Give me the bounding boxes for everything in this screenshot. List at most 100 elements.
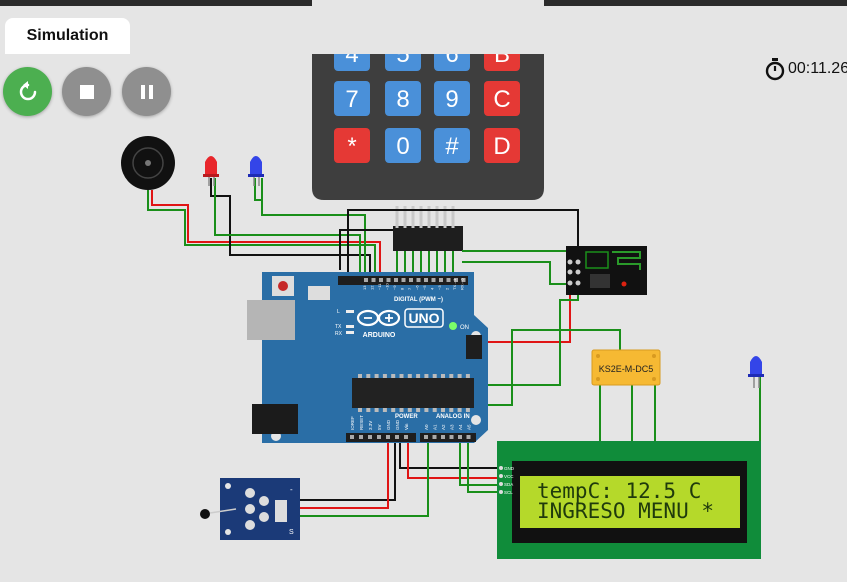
digital-pin[interactable] bbox=[424, 278, 428, 282]
lcd-display[interactable]: tempC: 12.5 C INGRESO MENU * GNDVCCSDASC… bbox=[497, 441, 761, 559]
atmega-chip bbox=[352, 378, 474, 408]
digital-pin[interactable] bbox=[401, 278, 406, 282]
analog-pin[interactable] bbox=[441, 435, 445, 439]
power-pin-label: 3.3V bbox=[368, 421, 373, 430]
lcd-line-1: tempC: 12.5 C bbox=[537, 479, 701, 503]
keypad-key-label: 8 bbox=[396, 86, 409, 113]
digital-pin[interactable] bbox=[439, 278, 443, 282]
nrf-pin[interactable] bbox=[575, 269, 581, 275]
power-pin[interactable] bbox=[359, 435, 363, 439]
analog-pin[interactable] bbox=[466, 435, 471, 439]
header-pin bbox=[435, 206, 439, 228]
keypad-key[interactable]: 0 bbox=[385, 128, 421, 163]
header-pin bbox=[403, 206, 407, 228]
red-led[interactable] bbox=[203, 156, 219, 186]
blue-led-2[interactable] bbox=[748, 356, 764, 388]
restart-icon bbox=[19, 80, 36, 100]
arduino-uno[interactable]: UNO ARDUINO ON DIGITAL (PWM ~) POWER ANA… bbox=[247, 272, 488, 443]
keypad-key[interactable]: * bbox=[334, 128, 370, 163]
digital-pin[interactable] bbox=[454, 278, 458, 282]
lcd-pin[interactable] bbox=[499, 482, 503, 486]
digital-pin[interactable] bbox=[371, 278, 376, 282]
power-pin[interactable] bbox=[404, 435, 408, 439]
power-pin[interactable] bbox=[377, 435, 381, 439]
keypad-key-label: 0 bbox=[396, 133, 409, 160]
keypad-key[interactable]: C bbox=[484, 81, 520, 116]
digital-pin-label: ~6 bbox=[415, 285, 420, 290]
digital-pin[interactable] bbox=[394, 278, 398, 282]
relay[interactable]: KS2E-M-DC5 bbox=[591, 349, 661, 386]
analog-pin[interactable] bbox=[432, 435, 437, 439]
tab-simulation[interactable]: Simulation bbox=[5, 18, 130, 54]
digital-pin[interactable] bbox=[409, 278, 413, 282]
power-pin-label: GND bbox=[386, 419, 391, 430]
power-pin-label: RESET bbox=[359, 415, 364, 430]
keypad-key[interactable]: # bbox=[434, 128, 470, 163]
digital-pin-label: ~10 bbox=[385, 282, 390, 290]
nrf-pin[interactable] bbox=[575, 280, 581, 286]
relay-label: KS2E-M-DC5 bbox=[599, 364, 654, 374]
digital-pin-label: 4 bbox=[430, 287, 435, 290]
header-pin bbox=[419, 206, 423, 228]
nrf24-module[interactable] bbox=[566, 246, 647, 295]
nrf-pin[interactable] bbox=[567, 269, 573, 275]
power-jack bbox=[252, 404, 298, 434]
nrf-pin[interactable] bbox=[567, 280, 573, 286]
nrf-pin[interactable] bbox=[567, 259, 573, 265]
keypad-key[interactable]: 9 bbox=[434, 81, 470, 116]
keypad-key[interactable]: D bbox=[484, 128, 520, 163]
l-label: L bbox=[337, 309, 340, 315]
analog-pin[interactable] bbox=[424, 435, 428, 439]
header-pin bbox=[451, 206, 455, 228]
usb-port bbox=[247, 300, 295, 340]
keypad-key-label: 9 bbox=[445, 86, 458, 113]
digital-pin[interactable] bbox=[379, 278, 383, 282]
digital-pin[interactable] bbox=[364, 278, 368, 282]
digital-pin[interactable] bbox=[431, 278, 436, 282]
blue-led[interactable] bbox=[248, 156, 264, 186]
power-pin-label: Vin bbox=[404, 423, 409, 430]
digital-pin[interactable] bbox=[386, 278, 391, 282]
power-pin[interactable] bbox=[368, 435, 372, 439]
analog-pin[interactable] bbox=[458, 435, 462, 439]
lcd-pin[interactable] bbox=[499, 490, 503, 494]
analog-pin-label: A1 bbox=[433, 424, 438, 430]
power-pin[interactable] bbox=[350, 435, 354, 439]
keypad-key[interactable]: 7 bbox=[334, 81, 370, 116]
tx-label: TX bbox=[335, 324, 342, 330]
pause-icon bbox=[140, 84, 153, 99]
digital-pin-label: 12 bbox=[370, 285, 375, 290]
keypad-connector bbox=[393, 206, 463, 251]
on-led bbox=[449, 322, 457, 330]
digital-pin[interactable] bbox=[416, 278, 421, 282]
nrf-pin[interactable] bbox=[575, 259, 581, 265]
pause-button[interactable] bbox=[122, 67, 171, 116]
buzzer[interactable] bbox=[121, 136, 175, 190]
analog-label: ANALOG IN bbox=[436, 414, 470, 420]
lcd-pin[interactable] bbox=[499, 474, 503, 478]
lcd-pin[interactable] bbox=[499, 466, 503, 470]
power-pin[interactable] bbox=[395, 435, 399, 439]
timer-value: 00:11.26 bbox=[788, 60, 847, 77]
stop-icon bbox=[79, 84, 94, 99]
header-pin bbox=[427, 206, 431, 228]
temperature-sensor[interactable]: - S bbox=[200, 478, 300, 540]
brand-label: ARDUINO bbox=[363, 332, 396, 339]
stopwatch-icon bbox=[765, 58, 785, 81]
digital-pin[interactable] bbox=[461, 278, 466, 282]
power-pin[interactable] bbox=[386, 435, 390, 439]
analog-pin[interactable] bbox=[449, 435, 454, 439]
simulation-timer: 00:11.26 bbox=[764, 57, 847, 81]
power-pin-label: GND bbox=[395, 419, 400, 430]
digital-pin-label: 8 bbox=[400, 287, 405, 290]
on-label: ON bbox=[460, 325, 469, 331]
arduino-logo bbox=[356, 309, 401, 327]
digital-pin-label: ~11 bbox=[377, 283, 382, 290]
restart-button[interactable] bbox=[3, 67, 52, 116]
stop-button[interactable] bbox=[62, 67, 111, 116]
digital-pin[interactable] bbox=[446, 278, 451, 282]
keypad-key[interactable]: 8 bbox=[385, 81, 421, 116]
keypad-key-label: * bbox=[347, 133, 356, 160]
